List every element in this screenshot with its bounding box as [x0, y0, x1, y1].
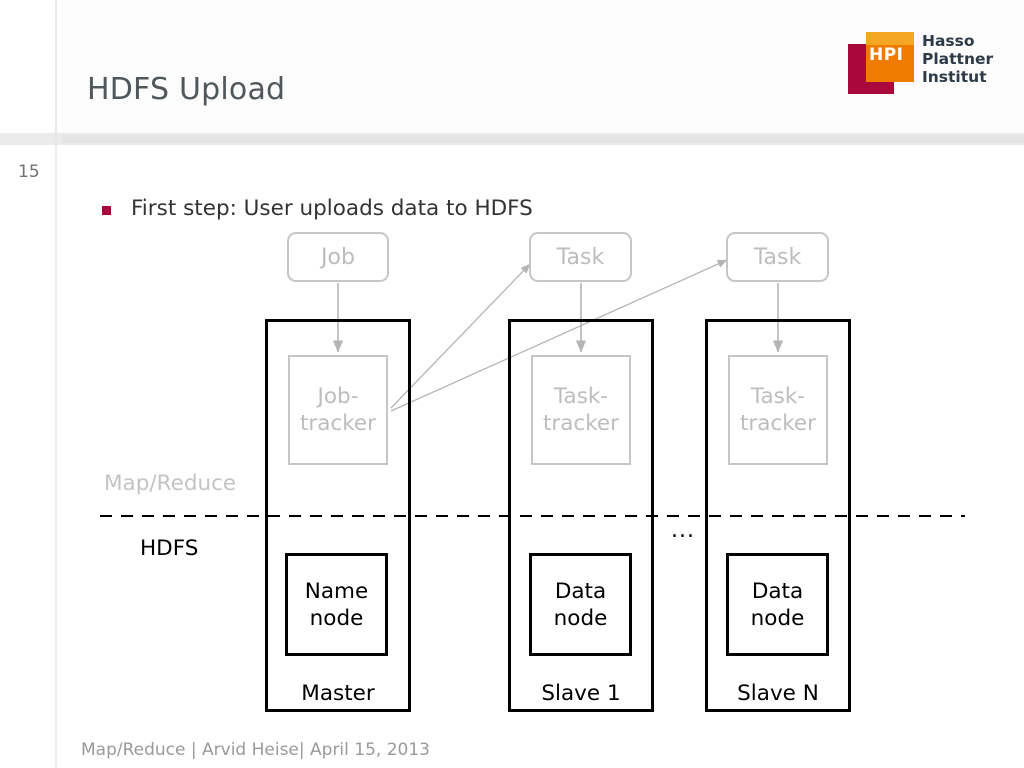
bullet-item-label: First step: User uploads data to HDFS — [131, 196, 533, 221]
datanode-1-label-line1: Data — [554, 578, 607, 604]
datanode-box-slave-1[interactable]: Data node — [529, 553, 632, 656]
slaves-ellipsis: ... — [671, 518, 695, 543]
machine-column-master[interactable] — [265, 319, 411, 712]
jobtracker-label-line2: tracker — [299, 411, 377, 436]
jobtracker-box[interactable]: Job- tracker — [288, 355, 388, 465]
task-box-1[interactable]: Task — [529, 232, 632, 282]
tasktracker-n-label-line1: Task- — [750, 384, 806, 409]
job-box-label: Job — [321, 244, 355, 270]
tasktracker-box-slave-n[interactable]: Task- tracker — [728, 355, 828, 465]
logo-orange-highlight-icon — [866, 32, 914, 45]
bullet-item: First step: User uploads data to HDFS — [102, 196, 533, 221]
logo-wordmark-line3: Institut — [922, 68, 987, 86]
machine-column-slave-n[interactable] — [705, 319, 851, 712]
task-box-2-label: Task — [753, 244, 802, 270]
datanode-n-label-line2: node — [750, 605, 805, 631]
caption-master: Master — [301, 681, 375, 706]
bullet-square-icon — [102, 206, 111, 215]
datanode-n-label-line1: Data — [751, 578, 804, 604]
mapreduce-layer-label: Map/Reduce — [104, 471, 237, 496]
task-box-1-label: Task — [556, 244, 605, 270]
namenode-box-master[interactable]: Name node — [285, 553, 388, 656]
page-number: 15 — [18, 162, 40, 182]
datanode-box-slave-n[interactable]: Data node — [726, 553, 829, 656]
tasktracker-1-label-line1: Task- — [553, 384, 609, 409]
machine-column-slave-1[interactable] — [508, 319, 654, 712]
caption-slave-1: Slave 1 — [541, 681, 621, 706]
logo-wordmark-line1: Hasso — [922, 32, 975, 50]
job-box[interactable]: Job — [287, 232, 389, 282]
header-separator-inner — [62, 135, 1024, 143]
left-rail-divider-lower — [55, 145, 57, 768]
namenode-label-line1: Name — [304, 578, 369, 604]
logo-wordmark-line2: Plattner — [922, 50, 994, 68]
logo-mark-text: HPI — [869, 45, 904, 65]
tasktracker-box-slave-1[interactable]: Task- tracker — [531, 355, 631, 465]
slide-footer: Map/Reduce | Arvid Heise| April 15, 2013 — [81, 740, 430, 760]
datanode-1-label-line2: node — [553, 605, 608, 631]
namenode-label-line2: node — [309, 605, 364, 631]
hdfs-layer-label: HDFS — [140, 536, 199, 561]
logo-wordmark: Hasso Plattner Institut — [922, 32, 993, 86]
caption-slave-n: Slave N — [737, 681, 819, 706]
task-box-2[interactable]: Task — [726, 232, 829, 282]
tasktracker-1-label-line2: tracker — [542, 411, 620, 436]
jobtracker-label-line1: Job- — [317, 384, 359, 409]
page-title: HDFS Upload — [87, 72, 286, 107]
hpi-logo: HPI Hasso Plattner Institut — [848, 32, 998, 98]
left-rail — [0, 0, 55, 133]
tasktracker-n-label-line2: tracker — [739, 411, 817, 436]
